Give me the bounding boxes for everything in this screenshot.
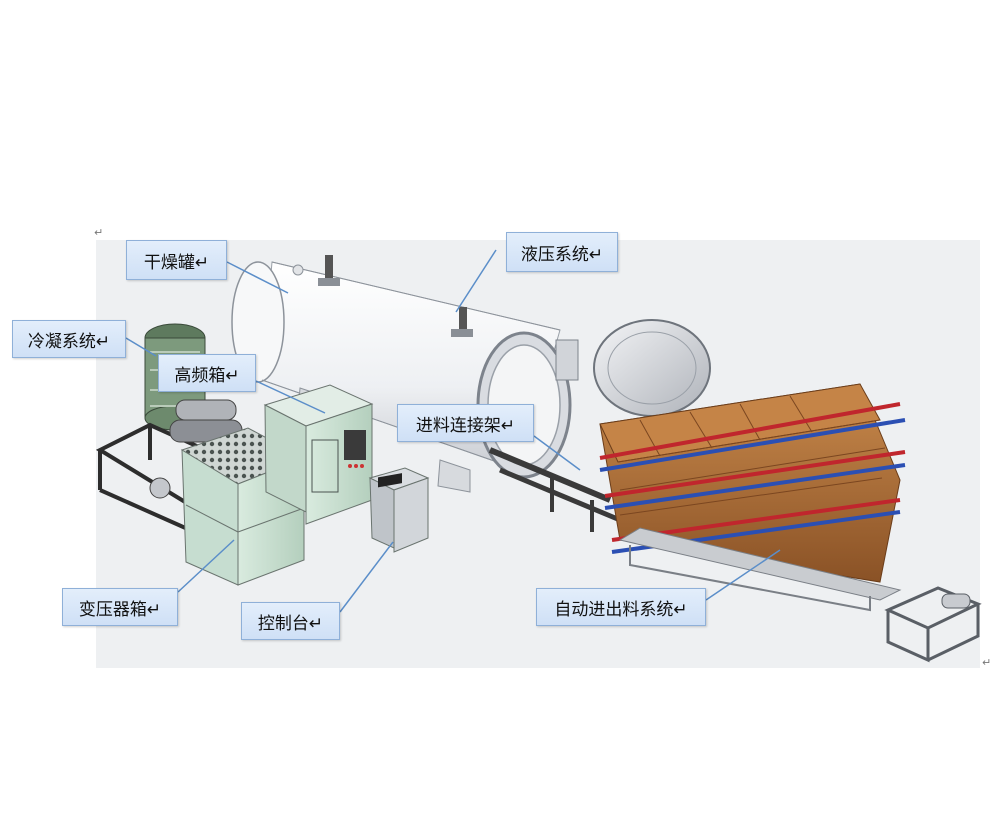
callout-auto-feed-system: 自动进出料系统↵ bbox=[536, 588, 706, 626]
callout-drying-tank: 干燥罐↵ bbox=[126, 240, 227, 280]
paragraph-mark-end: ↵ bbox=[982, 656, 992, 669]
callout-hydraulic-system: 液压系统↵ bbox=[506, 232, 618, 272]
leader-console bbox=[339, 541, 394, 613]
hydraulic-cylinders bbox=[292, 255, 473, 337]
callout-hf-box: 高频箱↵ bbox=[158, 354, 256, 392]
leader-condensing bbox=[125, 337, 157, 357]
callout-feed-rack: 进料连接架↵ bbox=[397, 404, 534, 442]
feed-rack bbox=[488, 447, 621, 532]
leader-lines bbox=[125, 249, 781, 613]
loading-cart bbox=[884, 586, 982, 663]
callout-control-console: 控制台↵ bbox=[241, 602, 340, 640]
hf-box bbox=[263, 384, 374, 525]
leader-feed-rack bbox=[533, 435, 581, 471]
callout-condensing-system: 冷凝系统↵ bbox=[12, 320, 126, 358]
callout-transformer-box: 变压器箱↵ bbox=[62, 588, 178, 626]
leader-auto-feed bbox=[705, 549, 781, 601]
tank-door bbox=[593, 319, 711, 417]
leader-drying-tank bbox=[226, 261, 289, 294]
paragraph-mark: ↵ bbox=[94, 226, 104, 239]
leader-hydraulic bbox=[455, 249, 497, 313]
leader-transformer bbox=[177, 539, 235, 593]
leader-hf-box bbox=[255, 380, 326, 414]
control-console bbox=[368, 467, 430, 553]
